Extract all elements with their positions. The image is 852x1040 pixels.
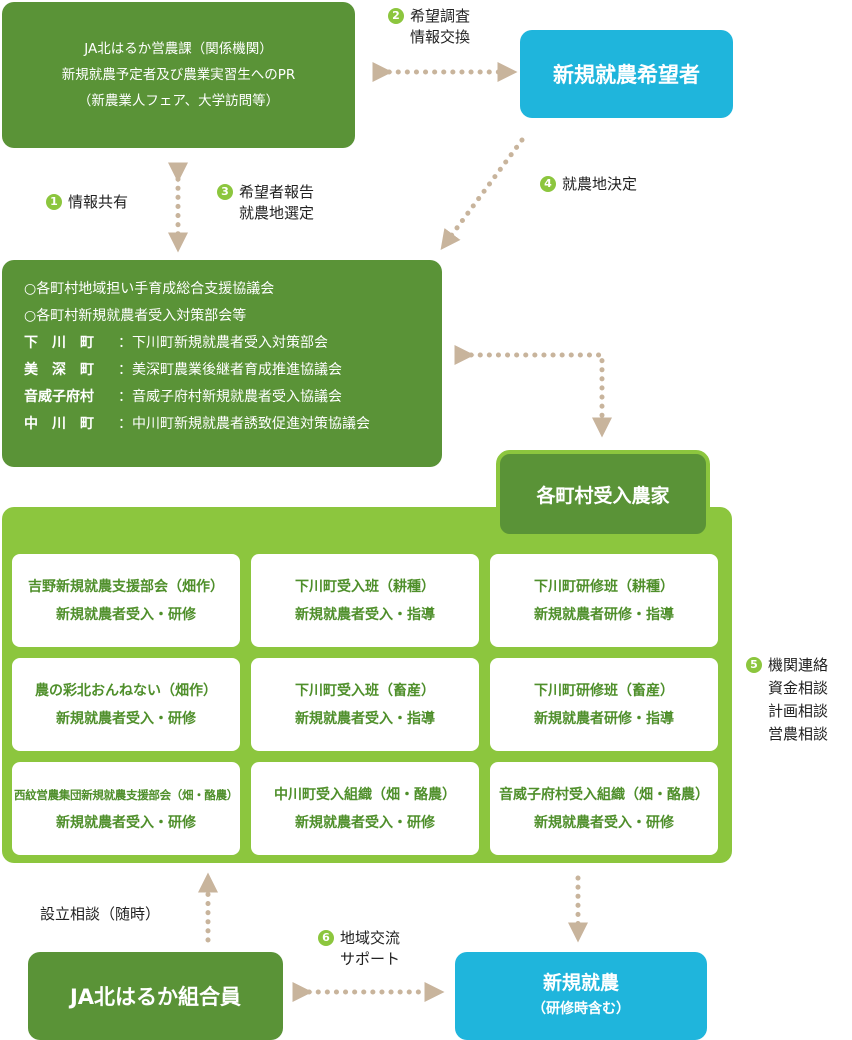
annotation-1: 1 情報共有 [46, 192, 128, 213]
council-row-label: 美 深 町 [24, 362, 94, 378]
council-row-text: ：下川町新規就農者受入対策部会 [118, 335, 328, 351]
farm-cell: 下川町受入班（畜産） 新規就農者受入・指導 [251, 658, 479, 751]
annotation-2-line2: 情報交換 [410, 28, 471, 46]
step-number-icon: 5 [746, 657, 762, 673]
council-row: 中 川 町 ：中川町新規就農者誘致促進対策協議会 [24, 411, 442, 438]
council-row: 下 川 町 ：下川町新規就農者受入対策部会 [24, 330, 442, 357]
annotation-5-line3: 計画相談 [768, 702, 829, 720]
annotation-1-text: 情報共有 [68, 193, 129, 211]
annotation-2-line1: 希望調査 [410, 7, 471, 25]
step-number-icon: 6 [318, 930, 334, 946]
ja-top-line1: JA北はるか営農課（関係機関） [84, 41, 273, 57]
farm-cell-role: 新規就農者研修・指導 [534, 606, 674, 623]
new-farming-label: 新規就農 [542, 972, 619, 994]
farm-cell-name: 農の彩北おんねない（畑作） [35, 682, 217, 699]
applicant-box: 新規就農希望者 [520, 30, 733, 118]
ja-sales-division-box: JA北はるか営農課（関係機関） 新規就農予定者及び農業実習生へのPR （新農業人… [2, 2, 355, 148]
farm-cell-name: 下川町受入班（耕種） [295, 578, 435, 595]
arrow-decide-land [440, 137, 525, 251]
step-number-icon: 1 [46, 194, 62, 210]
council-box: ○各町村地域担い手育成総合支援協議会 ○各町村新規就農者受入対策部会等 下 川 … [2, 260, 442, 467]
farm-cell-name: 音威子府村受入組織（畑・酪農） [499, 786, 709, 803]
ja-member-box: JA北はるか組合員 [28, 952, 283, 1040]
council-row-label: 音威子府村 [24, 389, 94, 405]
annotation-4-text: 就農地決定 [562, 175, 638, 193]
annotation-2: 2 希望調査 情報交換 [388, 6, 470, 48]
farm-cell-role: 新規就農者受入・指導 [295, 710, 435, 727]
annotation-6: 6 地域交流 サポート [318, 928, 400, 970]
council-row-label: 中 川 町 [24, 416, 94, 432]
annotation-3-line1: 希望者報告 [239, 183, 315, 201]
ja-top-line3: （新農業人フェア、大学訪問等） [77, 93, 280, 109]
step-number-icon: 3 [217, 184, 233, 200]
farm-cell-name: 西紋営農集団新規就農支援部会（畑・酪農） [14, 787, 238, 802]
council-row-text: ：中川町新規就農者誘致促進対策協議会 [118, 416, 370, 432]
step-number-icon: 2 [388, 8, 404, 24]
annotation-5-line2: 資金相談 [768, 679, 829, 697]
annotation-5: 5 機関連絡 資金相談 計画相談 営農相談 [746, 654, 828, 746]
council-row-label: 下 川 町 [24, 335, 94, 351]
host-farms-title-box: 各町村受入農家 [496, 450, 710, 538]
council-row: 美 深 町 ：美深町農業後継者育成推進協議会 [24, 357, 442, 384]
annotation-setup-consult: 設立相談（随時） [40, 904, 160, 925]
farm-cell-role: 新規就農者受入・指導 [295, 606, 435, 623]
step-number-icon: 4 [540, 176, 556, 192]
farm-cell-role: 新規就農者受入・研修 [295, 814, 435, 831]
annotation-4: 4 就農地決定 [540, 174, 637, 195]
host-farms-title: 各町村受入農家 [536, 484, 670, 507]
farm-cell: 下川町研修班（耕種） 新規就農者研修・指導 [490, 554, 718, 647]
farm-cell: 中川町受入組織（畑・酪農） 新規就農者受入・研修 [251, 762, 479, 855]
farm-cell: 西紋営農集団新規就農支援部会（畑・酪農） 新規就農者受入・研修 [12, 762, 240, 855]
ja-top-line2: 新規就農予定者及び農業実習生へのPR [61, 67, 296, 83]
farm-cell-name: 下川町研修班（畜産） [534, 682, 674, 699]
council-line1: ○各町村地域担い手育成総合支援協議会 [24, 281, 275, 297]
farm-cell: 農の彩北おんねない（畑作） 新規就農者受入・研修 [12, 658, 240, 751]
farm-cell: 下川町受入班（耕種） 新規就農者受入・指導 [251, 554, 479, 647]
council-row: 音威子府村 ：音威子府村新規就農者受入協議会 [24, 384, 442, 411]
farm-cell-role: 新規就農者受入・研修 [534, 814, 674, 831]
applicant-label: 新規就農希望者 [553, 63, 700, 87]
annotation-setup-consult-text: 設立相談（随時） [40, 905, 161, 923]
annotation-3: 3 希望者報告 就農地選定 [217, 182, 314, 224]
annotation-5-line4: 営農相談 [768, 725, 829, 743]
farm-cell-name: 中川町受入組織（畑・酪農） [274, 786, 456, 803]
annotation-6-line2: サポート [340, 950, 401, 968]
new-farming-box: 新規就農 （研修時含む） [455, 952, 707, 1040]
farm-cell-name: 下川町研修班（耕種） [534, 578, 674, 595]
farm-cell-role: 新規就農者受入・研修 [56, 606, 196, 623]
arrow-council-farms [454, 345, 612, 438]
farm-cell: 音威子府村受入組織（畑・酪農） 新規就農者受入・研修 [490, 762, 718, 855]
farm-cell: 下川町研修班（畜産） 新規就農者研修・指導 [490, 658, 718, 751]
new-farming-sub: （研修時含む） [532, 1001, 630, 1017]
ja-member-label: JA北はるか組合員 [69, 985, 242, 1009]
council-row-text: ：美深町農業後継者育成推進協議会 [118, 362, 342, 378]
farm-cell-role: 新規就農者受入・研修 [56, 814, 196, 831]
farm-cell: 吉野新規就農支援部会（畑作） 新規就農者受入・研修 [12, 554, 240, 647]
council-line2: ○各町村新規就農者受入対策部会等 [24, 308, 247, 324]
annotation-5-line1: 機関連絡 [768, 656, 829, 674]
annotation-6-line1: 地域交流 [340, 929, 401, 947]
annotation-3-line2: 就農地選定 [239, 204, 315, 222]
farm-cell-role: 新規就農者研修・指導 [534, 710, 674, 727]
farm-cell-name: 下川町受入班（畜産） [295, 682, 435, 699]
farm-cell-role: 新規就農者受入・研修 [56, 710, 196, 727]
council-row-text: ：音威子府村新規就農者受入協議会 [118, 389, 342, 405]
farm-cell-name: 吉野新規就農支援部会（畑作） [28, 578, 224, 595]
host-farms-area: 吉野新規就農支援部会（畑作） 新規就農者受入・研修 下川町受入班（耕種） 新規就… [2, 507, 732, 863]
